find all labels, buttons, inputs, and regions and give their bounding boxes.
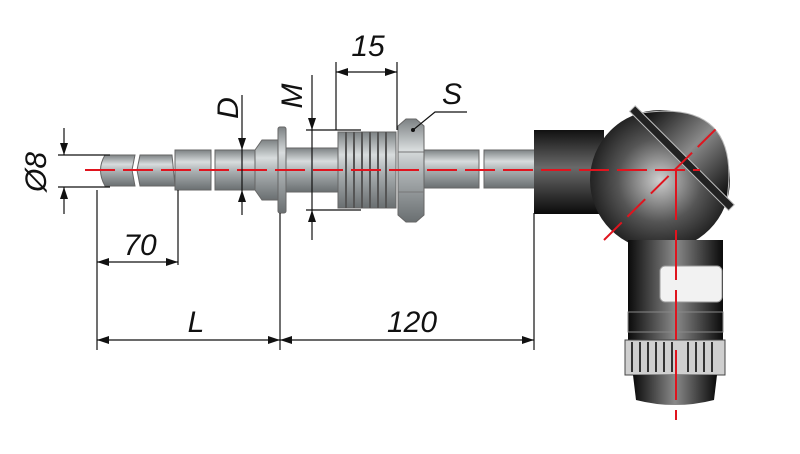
diameter-label: Ø8 xyxy=(20,152,53,193)
tip-length-label: 70 xyxy=(123,229,157,262)
m-label: M xyxy=(276,84,309,109)
l-label: L xyxy=(188,306,205,339)
thread-length-label: 15 xyxy=(351,30,385,63)
s-label: S xyxy=(442,78,462,111)
d-label: D xyxy=(212,97,245,119)
connection-head xyxy=(534,105,735,405)
center-lines xyxy=(85,124,721,420)
head-length-label: 120 xyxy=(387,306,437,339)
dimension-lines xyxy=(58,62,535,350)
